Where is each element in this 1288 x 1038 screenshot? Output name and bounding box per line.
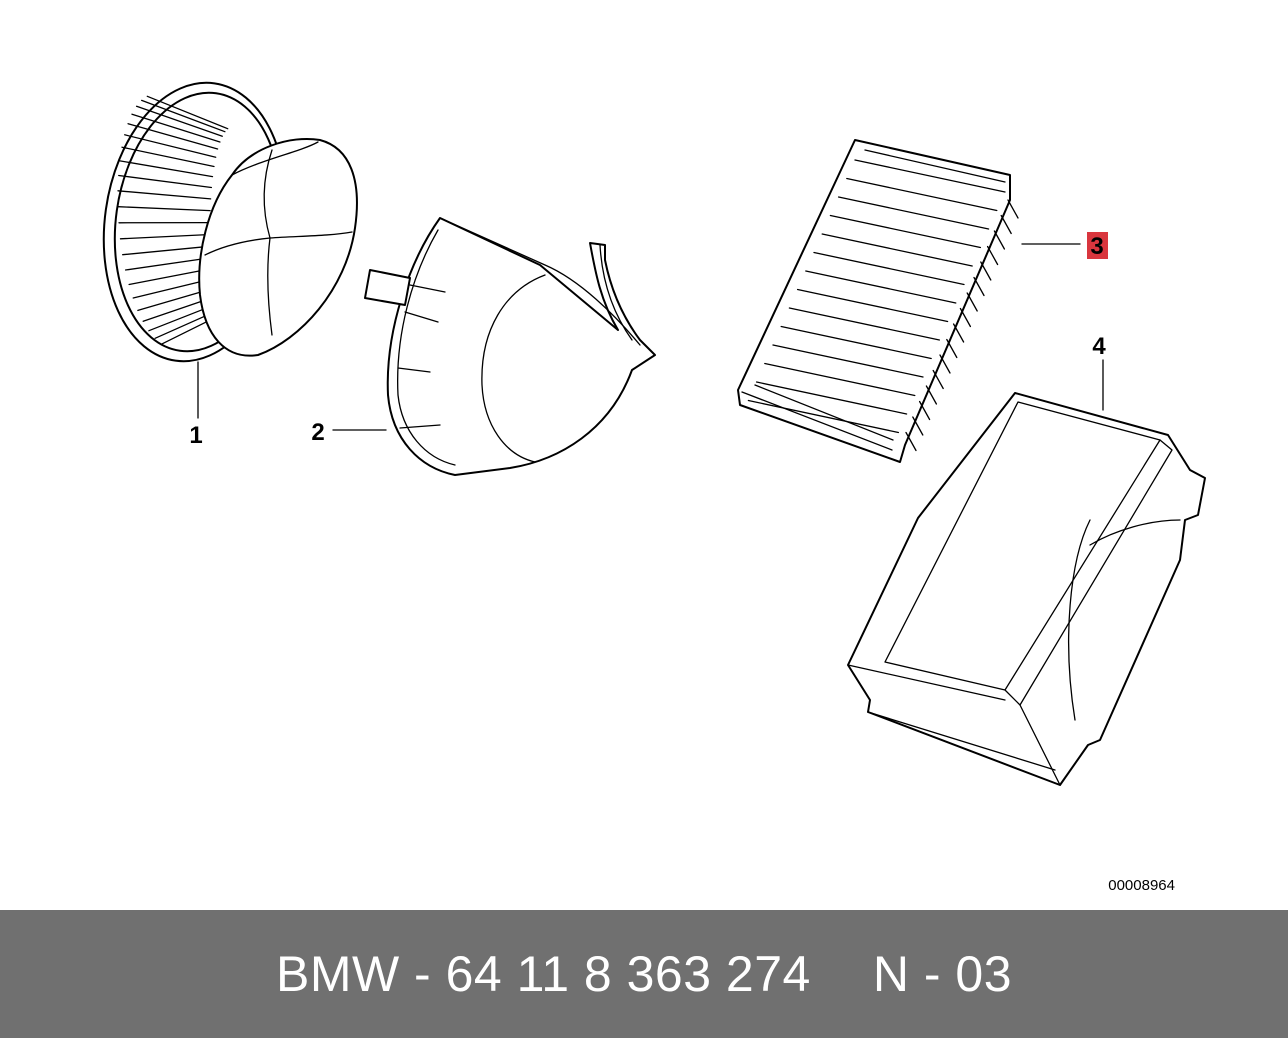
blower-wheel [102, 81, 358, 419]
blower-housing [332, 217, 656, 476]
parts-diagram: 1 2 3 4 00008964 [102, 81, 1206, 894]
variant-code: N - 03 [872, 946, 1013, 1002]
callout-3-highlight [1087, 232, 1108, 259]
cabin-filter [737, 139, 1081, 463]
callout-2: 2 [311, 419, 324, 446]
part-number: BMW - 64 11 8 363 274 [275, 946, 811, 1002]
callout-3: 3 [1090, 233, 1103, 260]
diagram-id: 00008964 [1108, 877, 1175, 894]
filter-housing [847, 359, 1206, 786]
callout-4: 4 [1092, 333, 1106, 360]
callout-1: 1 [189, 422, 202, 449]
footer-bar: BMW - 64 11 8 363 274 N - 03 [0, 910, 1288, 1038]
